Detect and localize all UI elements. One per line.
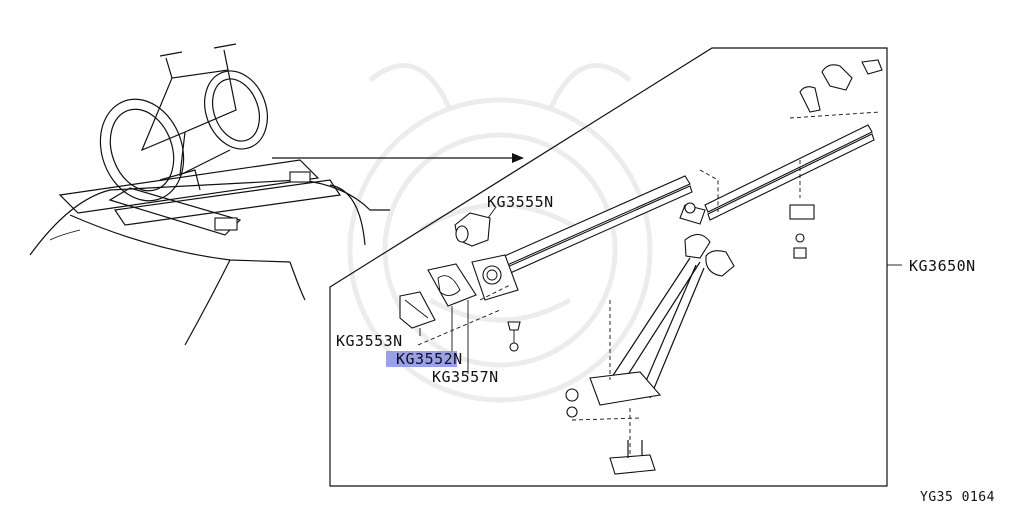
label-kg3557n[interactable]: KG3557N [432, 368, 499, 386]
figure-code: YG35 0164 [920, 490, 995, 505]
kg3553n-part [399, 291, 436, 336]
label-kg3552n[interactable]: KG3552N [396, 350, 463, 368]
label-kg3555n[interactable]: KG3555N [487, 193, 554, 211]
end-cap-parts [789, 59, 883, 119]
selected-part-highlight [386, 351, 457, 367]
detail-frame [329, 47, 888, 487]
label-kg3650n[interactable]: KG3650N [909, 257, 976, 275]
watermark-emblem [347, 63, 653, 403]
clamp-stand-assembly [565, 202, 735, 475]
bicycle-illustration [99, 43, 268, 202]
guide-lines [417, 284, 521, 352]
kg3557n-part [467, 254, 519, 374]
roof-bars [58, 159, 342, 236]
kg3555n-part [454, 206, 497, 247]
car-outline [29, 179, 390, 346]
callout-arrow [272, 153, 524, 163]
label-kg3553n[interactable]: KG3553N [336, 332, 403, 350]
kg3552n-part [427, 263, 477, 352]
